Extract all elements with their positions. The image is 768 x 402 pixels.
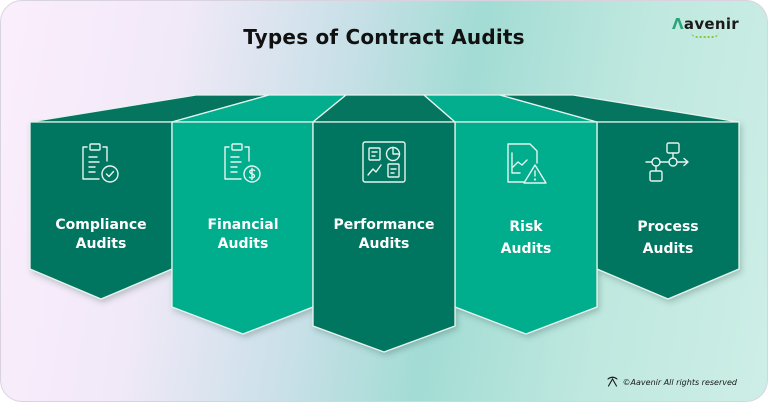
- logo-mark-icon: Λ: [671, 15, 684, 33]
- chart-warning-icon: [455, 141, 597, 187]
- lid-group: [29, 94, 740, 123]
- label-line-1: Compliance: [55, 217, 147, 233]
- copyright-footer: ©Aavenir All rights reserved: [606, 376, 737, 389]
- label-line-1: Process: [637, 219, 699, 235]
- label-line-2: Audits: [75, 236, 127, 252]
- copyright-text: ©Aavenir All rights reserved: [622, 378, 737, 387]
- panel-compliance: [29, 121, 173, 300]
- clipboard-dollar-icon: [172, 141, 314, 185]
- label-line-2: Audits: [642, 241, 694, 257]
- label-risk-audits: Risk Audits: [455, 218, 597, 259]
- process-flow-icon: [597, 141, 739, 185]
- label-line-1: Risk: [509, 219, 543, 235]
- label-line-2: Audits: [217, 236, 269, 252]
- label-compliance-audits: Compliance Audits: [30, 216, 172, 254]
- label-line-1: Financial: [207, 217, 279, 233]
- brand-wordmark: avenir: [683, 15, 739, 33]
- panel-financial: [171, 121, 314, 335]
- clipboard-check-icon: [30, 141, 172, 185]
- label-line-1: Performance: [333, 217, 435, 233]
- brand-name: Λavenir: [672, 15, 739, 33]
- dashboard-report-icon: [313, 139, 455, 185]
- brand-logo: Λavenir: [672, 15, 739, 38]
- label-financial-audits: Financial Audits: [172, 216, 314, 254]
- label-line-2: Audits: [500, 241, 552, 257]
- page-title: Types of Contract Audits: [243, 25, 525, 49]
- label-process-audits: Process Audits: [597, 218, 739, 259]
- logo-dots-icon: [691, 32, 720, 38]
- panel-performance: [312, 121, 456, 353]
- label-performance-audits: Performance Audits: [313, 216, 455, 254]
- aavenir-mark-icon: [606, 376, 618, 389]
- label-line-2: Audits: [358, 236, 410, 252]
